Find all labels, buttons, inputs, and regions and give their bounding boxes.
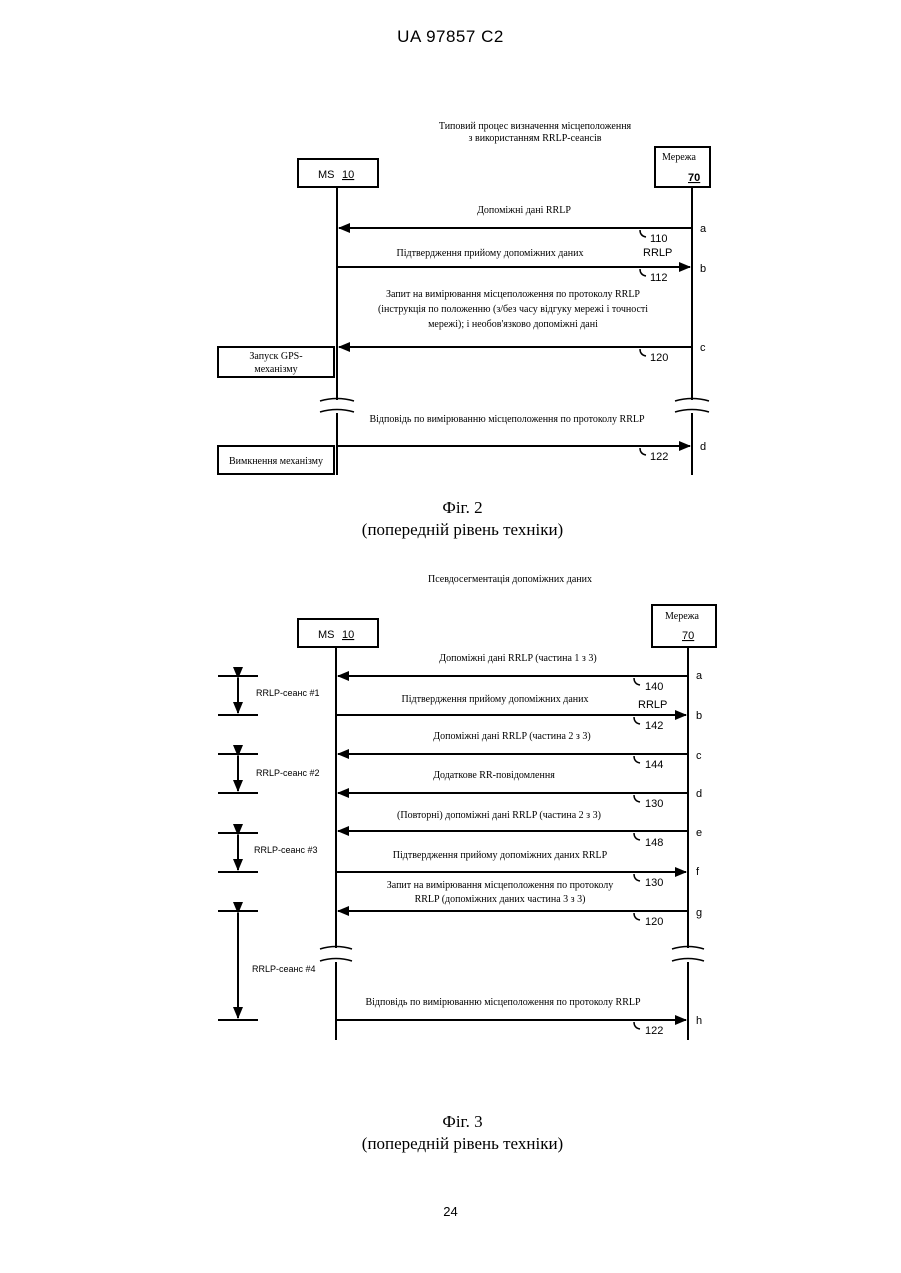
fig3-letter-f: f [696, 866, 700, 878]
fig3-letter-e: e [696, 827, 702, 839]
fig2-msg-c-line-3: мережі); і необов'язково допоміжні дані [428, 319, 598, 330]
fig3-msg-h: Відповідь по вимірюванню місцеположення … [365, 997, 641, 1008]
fig3-ms-box [298, 619, 378, 647]
fig2-msg-a: Допоміжні дані RRLP [477, 205, 571, 216]
fig3-caption: Фіг. 3 (попередній рівень техніки) [0, 1111, 901, 1155]
fig3-session-3-bracket [218, 833, 258, 872]
fig3-msg-g-line-2: RRLP (допоміжних даних частина 3 з 3) [415, 894, 586, 905]
fig2-engine-off: Вимкнення механізму [229, 456, 323, 467]
fig2-ms-break-bottom [320, 410, 354, 413]
fig3-msg-b: Підтвердження прийому допоміжних даних [402, 694, 589, 705]
fig2-ref-120-leader [640, 349, 646, 356]
fig3-ref-122: 122 [645, 1025, 663, 1037]
fig3-net-num: 70 [682, 630, 694, 642]
fig3-session-2-label: RRLP-сеанс #2 [256, 768, 320, 778]
fig3-ref-130b-leader [634, 874, 640, 881]
fig3-ref-148-leader [634, 833, 640, 840]
fig2-caption-subtitle: (попередній рівень техніки) [0, 519, 901, 541]
fig3-net-label: Мережа [665, 611, 700, 622]
fig3-session-4-label: RRLP-сеанс #4 [252, 964, 316, 974]
fig2-ms-num: 10 [342, 169, 354, 181]
fig3-ref-140-leader [634, 678, 640, 685]
fig3-letter-b: b [696, 710, 702, 722]
fig3-ref-122-leader [634, 1022, 640, 1029]
fig2-letter-a: a [700, 223, 707, 235]
fig3-session-1-label: RRLP-сеанс #1 [256, 688, 320, 698]
fig2-net-num: 70 [688, 172, 700, 184]
fig3-letter-a: a [696, 670, 703, 682]
fig2-ref-122: 122 [650, 451, 668, 463]
fig3-msg-e: (Повторні) допоміжні дані RRLP (частина … [397, 810, 601, 821]
page-number: 24 [0, 1204, 901, 1219]
fig3-letter-c: c [696, 750, 702, 762]
fig3-letter-d: d [696, 788, 702, 800]
fig2-ref-120: 120 [650, 352, 668, 364]
fig3-ref-120: 120 [645, 916, 663, 928]
fig3-ms-break-bottom [320, 959, 352, 962]
fig3-ref-144-leader [634, 756, 640, 763]
fig2-msg-b: Підтвердження прийому допоміжних даних [397, 248, 584, 259]
fig3-session-1-bracket [218, 676, 258, 715]
fig3-letter-h: h [696, 1015, 702, 1027]
fig2-ref-122-leader [640, 448, 646, 455]
fig3-net-break-bottom [672, 959, 704, 962]
fig2-ref-112-leader [640, 269, 646, 276]
fig3-caption-title: Фіг. 3 [0, 1111, 901, 1133]
fig2-ms-label: MS [318, 169, 335, 181]
fig2-ref-110: 110 [650, 233, 668, 245]
fig2-ref-112: 112 [650, 272, 668, 284]
fig3-letter-g: g [696, 907, 702, 919]
fig2-msg-c-line-1: Запит на вимірювання місцеположення по п… [386, 289, 640, 300]
svg-text:MS: MS [318, 169, 335, 181]
fig3-ref-130a: 130 [645, 798, 663, 810]
fig3-session-2-bracket [218, 754, 258, 793]
fig2-caption: Фіг. 2 (попередній рівень техніки) [0, 497, 901, 541]
fig2-msg-d: Відповідь по вимірюванню місцеположення … [369, 414, 645, 425]
fig3-ref-142-leader [634, 717, 640, 724]
fig3-msg-g-line-1: Запит на вимірювання місцеположення по п… [387, 880, 614, 891]
fig3-ref-130a-leader [634, 795, 640, 802]
fig3-ref-120-leader [634, 913, 640, 920]
fig2-gps-line-2: механізму [254, 364, 297, 375]
fig2-caption-title: Фіг. 2 [0, 497, 901, 519]
fig2-letter-b: b [700, 263, 706, 275]
fig3-session-3-label: RRLP-сеанс #3 [254, 845, 318, 855]
fig3-ref-144: 144 [645, 759, 663, 771]
fig3-ref-140: 140 [645, 681, 663, 693]
fig2-letter-d: d [700, 441, 706, 453]
fig2-net-break-bottom [675, 410, 709, 413]
fig2-letter-c: c [700, 342, 706, 354]
fig3-rrlp-label: RRLP [638, 699, 667, 711]
fig2-ref-110-leader [640, 230, 646, 237]
fig2-gps-line-1: Запуск GPS- [249, 351, 302, 362]
fig3-msg-c: Допоміжні дані RRLP (частина 2 з 3) [433, 731, 590, 742]
fig3-ms-num: 10 [342, 629, 354, 641]
fig3-ref-142: 142 [645, 720, 663, 732]
svg-text:MS: MS [318, 629, 335, 641]
fig2-ms-box [298, 159, 378, 187]
fig3-ref-148: 148 [645, 837, 663, 849]
fig2-net-label: Мережа [662, 152, 697, 163]
fig2-rrlp-label: RRLP [643, 247, 672, 259]
fig3-title: Псевдосегментація допоміжних даних [380, 574, 640, 586]
fig3-msg-a: Допоміжні дані RRLP (частина 1 з 3) [439, 653, 596, 664]
fig3-msg-d: Додаткове RR-повідомлення [433, 770, 555, 781]
fig3-ms-label: MS [318, 629, 335, 641]
fig3-ref-130b: 130 [645, 877, 663, 889]
fig2-msg-c-line-2: (інструкція по положенню (з/без часу від… [378, 304, 648, 315]
fig3-caption-subtitle: (попередній рівень техніки) [0, 1133, 901, 1155]
fig3-msg-f: Підтвердження прийому допоміжних даних R… [393, 850, 608, 861]
